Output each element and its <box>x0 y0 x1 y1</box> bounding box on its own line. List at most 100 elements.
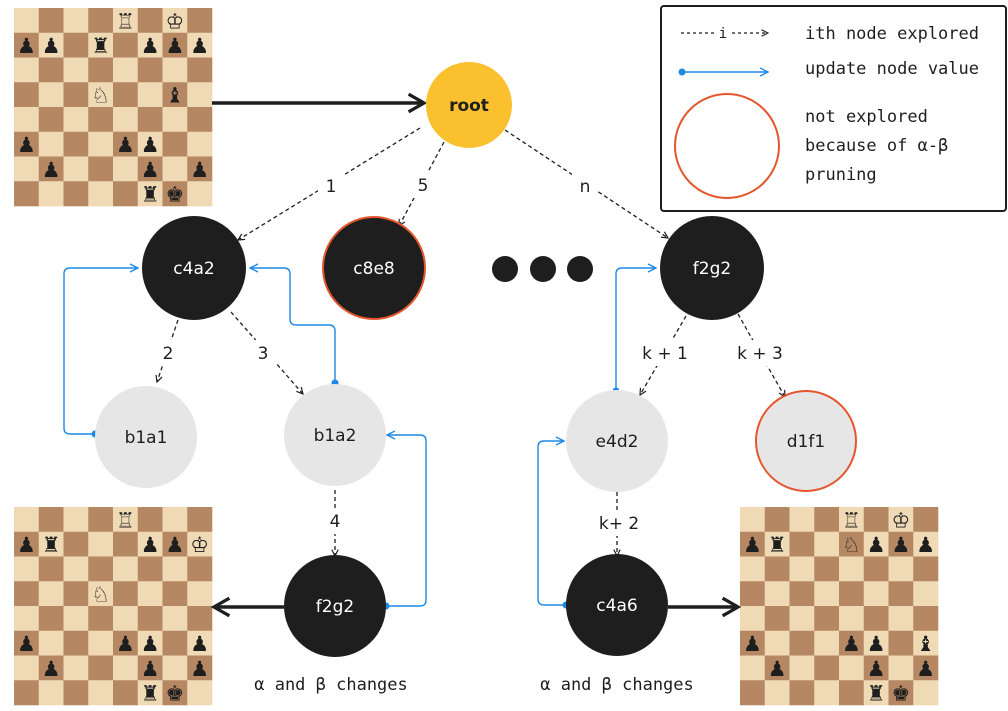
board-square <box>814 507 840 533</box>
board-square <box>162 57 188 83</box>
board-square <box>38 507 64 533</box>
board-square <box>913 581 939 607</box>
board-square <box>113 507 139 533</box>
board-square <box>162 680 188 706</box>
board-square <box>63 156 89 182</box>
black-pawn-icon: ♟ <box>141 632 160 656</box>
board-square <box>38 82 64 108</box>
board-square <box>38 32 64 58</box>
black-king-icon: ♚ <box>891 682 910 706</box>
black-pawn-icon: ♟ <box>141 657 160 681</box>
board-square <box>162 131 188 157</box>
board-square <box>839 507 865 533</box>
board-square <box>789 556 815 582</box>
board-square <box>162 630 188 656</box>
black-pawn-icon: ♟ <box>141 533 160 557</box>
update-e4d2-to-f2g2 <box>615 268 656 391</box>
board-square <box>137 556 163 582</box>
board-square <box>38 680 64 706</box>
board-square <box>14 131 40 157</box>
board-square <box>14 156 40 182</box>
board-square <box>764 606 790 632</box>
board-square <box>63 556 89 582</box>
legend-explored-text: ith node explored <box>805 24 979 44</box>
board-square <box>38 531 64 557</box>
board-square <box>14 107 40 133</box>
board-square <box>137 107 163 133</box>
board-square <box>187 181 213 207</box>
board-square <box>789 655 815 681</box>
edge-label-k-plus-3: k + 3 <box>737 344 783 364</box>
board-square <box>187 82 213 108</box>
caption-left-alpha-beta: α and β changes <box>254 675 408 695</box>
black-pawn-icon: ♟ <box>916 533 935 557</box>
board-square <box>187 556 213 582</box>
board-square <box>814 556 840 582</box>
white-rook-icon: ♖ <box>116 9 135 33</box>
board-square <box>764 655 790 681</box>
chessboard-bottom-right: ♖♔♟♜♘♟♟♟♟♟♟♝♟♟♟♜♚ <box>740 507 939 706</box>
board-square <box>38 57 64 83</box>
board-square <box>789 581 815 607</box>
board-square <box>88 156 114 182</box>
black-pawn-icon: ♟ <box>42 158 61 182</box>
legend-pruned-line-2: because of α-β <box>805 136 948 156</box>
black-pawn-icon: ♟ <box>768 657 787 681</box>
board-square <box>14 57 40 83</box>
edge-label-2: 2 <box>163 344 174 364</box>
board-square <box>63 57 89 83</box>
board-square <box>88 630 114 656</box>
board-square <box>740 581 766 607</box>
board-square <box>14 531 40 557</box>
board-square <box>913 531 939 557</box>
board-square <box>113 57 139 83</box>
black-pawn-icon: ♟ <box>867 533 886 557</box>
board-square <box>63 581 89 607</box>
board-square <box>162 507 188 533</box>
node-c4a6-label: c4a6 <box>596 596 637 616</box>
board-square <box>63 680 89 706</box>
board-square <box>162 181 188 207</box>
board-square <box>14 655 40 681</box>
board-square <box>113 181 139 207</box>
white-rook-icon: ♖ <box>842 508 861 532</box>
board-square <box>764 581 790 607</box>
board-square <box>789 680 815 706</box>
node-b1a2-label: b1a2 <box>314 426 357 446</box>
board-square <box>38 131 64 157</box>
black-pawn-icon: ♟ <box>743 533 762 557</box>
board-square <box>88 8 114 34</box>
update-c4a6-to-e4d2 <box>537 441 566 606</box>
chessboard-bottom-left: ♖♟♜♟♟♔♘♟♟♟♟♟♟♟♜♚ <box>14 507 213 706</box>
edge-c4a2-b1a1 <box>157 319 179 382</box>
legend-dashed-i: i <box>719 26 727 42</box>
board-square <box>913 507 939 533</box>
board-square <box>187 156 213 182</box>
board-square <box>113 680 139 706</box>
black-pawn-icon: ♟ <box>116 133 135 157</box>
board-square <box>740 531 766 557</box>
board-square <box>38 8 64 34</box>
black-rook-icon: ♜ <box>42 533 61 557</box>
board-square <box>162 655 188 681</box>
board-square <box>63 131 89 157</box>
node-b1a2 <box>284 384 386 486</box>
board-square <box>88 606 114 632</box>
edge-label-1: 1 <box>326 177 337 197</box>
board-square <box>63 32 89 58</box>
board-square <box>187 655 213 681</box>
board-square <box>38 156 64 182</box>
board-square <box>14 82 40 108</box>
board-square <box>14 507 40 533</box>
board-square <box>187 32 213 58</box>
board-square <box>137 131 163 157</box>
board-square <box>863 606 889 632</box>
board-square <box>63 181 89 207</box>
board-square <box>740 680 766 706</box>
board-square <box>187 680 213 706</box>
board-square <box>63 507 89 533</box>
node-d1f1-pruned <box>755 390 857 492</box>
edge-f2g2-d1f1 <box>737 313 785 397</box>
board-square <box>863 531 889 557</box>
board-square <box>14 581 40 607</box>
